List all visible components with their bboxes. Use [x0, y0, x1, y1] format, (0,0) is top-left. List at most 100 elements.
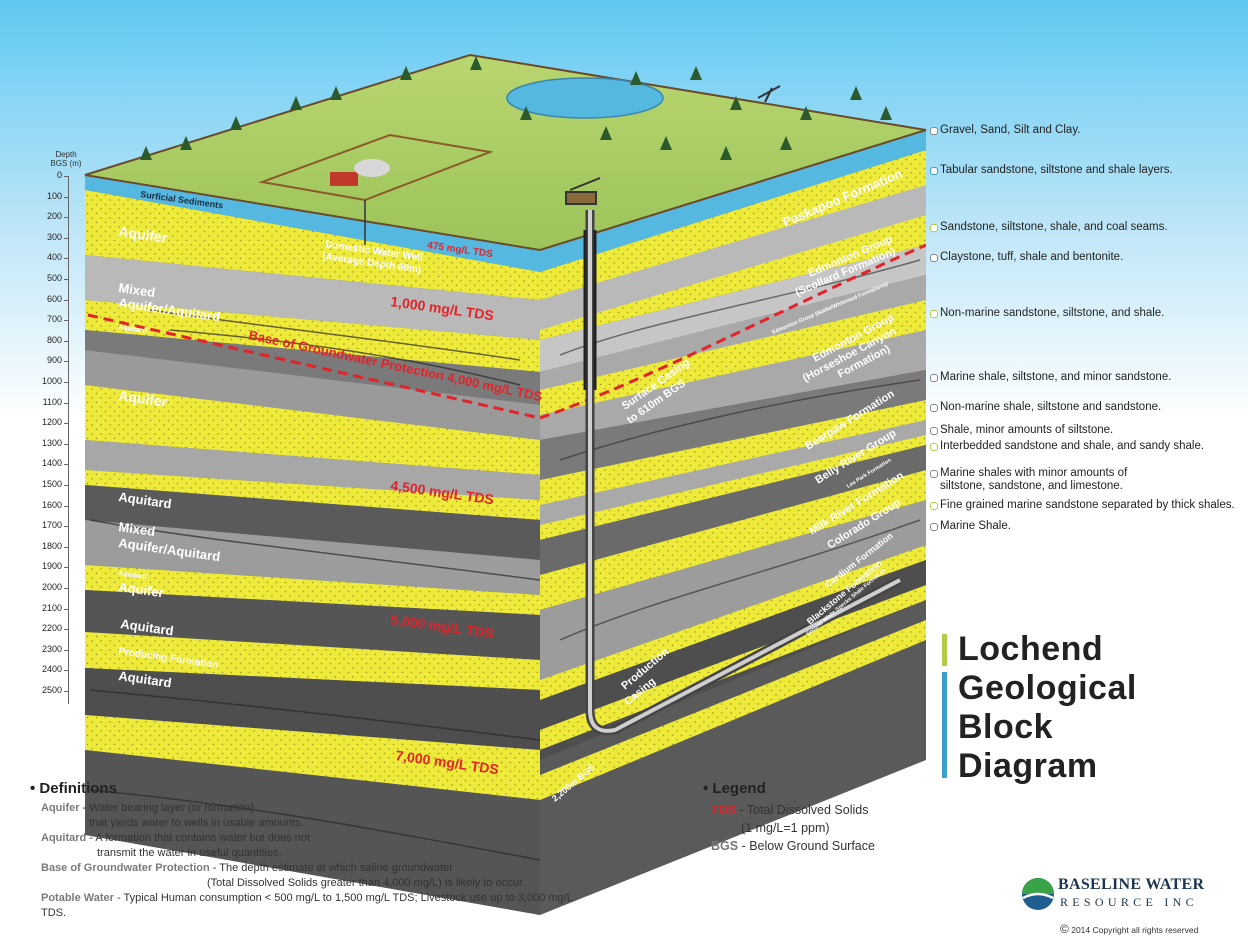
depth-tick-label: 2000 [41, 582, 62, 592]
label-aquitard-2: Aquitard [120, 616, 175, 638]
depth-tick-label: 2400 [41, 664, 62, 675]
legend-heading: • Legend [703, 780, 766, 797]
company-logo: BASELINE WATER RESOURCE INC © 2014 Copyr… [1020, 872, 1230, 936]
layer-aquifer-3 [85, 565, 540, 615]
pumpjack-front [565, 177, 601, 205]
leader-dot [930, 523, 938, 531]
definitions-section: • Definitions Aquifer - Water bearing la… [30, 780, 590, 930]
leader-dot [930, 374, 938, 382]
depth-tick-mark [64, 588, 69, 589]
def-aquitard: Aquitard - A formation that contains wat… [41, 832, 311, 859]
farm-fence [258, 133, 494, 202]
depth-tick-label: 1100 [42, 396, 62, 407]
def-potable-water: Potable Water - Typical Human consumptio… [41, 892, 573, 919]
depth-tick-label: 1300 [41, 437, 62, 448]
formation-description: Sandstone, siltstone, shale, and coal se… [940, 221, 1168, 233]
depth-tick-label: 800 [46, 334, 62, 345]
depth-tick-label: 1400 [41, 458, 62, 469]
pumpjack-back [757, 85, 781, 103]
leader-dot [930, 127, 938, 135]
leader-dot [930, 167, 938, 175]
title-bar-blue [942, 672, 947, 778]
depth-tick-label: 900 [46, 355, 62, 366]
side-colorado [540, 500, 926, 680]
depth-tick-mark [64, 691, 69, 692]
layer-aquitard-3 [85, 668, 540, 750]
depth-tick-label: 1900 [41, 561, 62, 572]
depth-tick-mark [64, 567, 69, 569]
production-well [583, 210, 903, 736]
label-aquitard-1: Aquitard [118, 489, 173, 511]
logo-subtitle: RESOURCE INC [1060, 895, 1198, 909]
side-milk-river [540, 470, 926, 610]
layer-surficial [85, 175, 540, 272]
side-belly-river-grey [540, 420, 926, 525]
depth-tick-mark [64, 361, 69, 363]
depth-axis-title: Depth BGS (m) [50, 150, 82, 168]
depth-tick-mark [64, 340, 69, 342]
def-base-protection: Base of Groundwater Protection - The dep… [41, 862, 525, 889]
leader-dot [930, 310, 938, 318]
layer-aquifer-2 [85, 385, 540, 475]
title-line-4: Diagram [958, 747, 1098, 785]
title-block: Lochend Geological Block Diagram [940, 630, 1160, 785]
layer-aquitard-1 [85, 485, 540, 560]
depth-tick-mark [64, 320, 69, 322]
layer-mixed-1b [85, 300, 540, 372]
trees [140, 56, 892, 160]
side-paskapoo-grey [540, 185, 926, 330]
base-protection-line [87, 313, 540, 420]
depth-tick-mark [64, 505, 69, 507]
formation-description: Marine shale, siltstone, and minor sands… [940, 371, 1172, 383]
logo-mark [1022, 878, 1054, 910]
legend-bgs: BGS - Below Ground Surface [711, 839, 875, 853]
front-face [85, 175, 540, 915]
label-aquitard-small-1: Aquitard [118, 324, 147, 335]
depth-tick-mark [64, 464, 69, 466]
depth-tick-mark [64, 649, 69, 651]
leader-dot [930, 404, 938, 412]
depth-tick-mark [64, 485, 69, 486]
legend-tds: TDS - Total Dissolved Solids [711, 803, 869, 817]
depth-tick-mark [64, 176, 69, 177]
label-aquifer-3: Aquifer [118, 579, 165, 600]
depth-tick-mark [64, 423, 69, 425]
depth-tick-mark [64, 608, 69, 610]
formation-description: Marine shales with minor amounts of [940, 467, 1128, 479]
formation-description: Shale, minor amounts of siltstone. [940, 424, 1114, 436]
depth-tick-label: 200 [46, 211, 62, 222]
depth-tick-label: 2300 [41, 643, 62, 654]
side-horseshoe-yellow [540, 300, 926, 415]
label-aquifer-1: Aquifer [118, 223, 169, 246]
layer-bottom-shale [85, 750, 540, 915]
label-mixed-2-a: Mixed [118, 519, 157, 539]
depth-tick-mark [64, 382, 69, 383]
depth-tick-mark [64, 670, 69, 672]
depth-tick-label: 1600 [41, 499, 62, 510]
leader-dot [930, 470, 938, 478]
leader-dot [930, 502, 938, 510]
depth-tick-label: 2100 [41, 602, 62, 613]
formation-description: Fine grained marine sandstone separated … [940, 499, 1235, 511]
logo-name: BASELINE WATER [1058, 876, 1205, 893]
title-bar-green [942, 634, 947, 666]
depth-tick-label: 1200 [41, 417, 62, 428]
copyright: © 2014 Copyright all rights reserved [1060, 922, 1199, 936]
formation-description: Marine Shale. [940, 520, 1011, 532]
depth-tick-mark [64, 279, 69, 280]
depth-tick-mark [64, 526, 69, 528]
depth-tick-mark [64, 299, 69, 301]
depth-tick-mark [64, 196, 69, 198]
title-line-2: Geological [958, 669, 1137, 707]
legend-tds-note: (1 mg/L=1 ppm) [741, 821, 830, 835]
label-aquitard-small-2: Aquitard [118, 570, 147, 581]
layer-mixed-2 [85, 520, 540, 595]
depth-tick-label: 1500 [41, 479, 62, 489]
formation-description: Tabular sandstone, siltstone and shale l… [940, 164, 1173, 176]
farm-buildings [330, 159, 390, 186]
copyright-icon: © [1060, 922, 1069, 936]
layer-yellow-2b [85, 470, 540, 520]
ground-surface [84, 53, 927, 252]
side-face [540, 130, 926, 915]
